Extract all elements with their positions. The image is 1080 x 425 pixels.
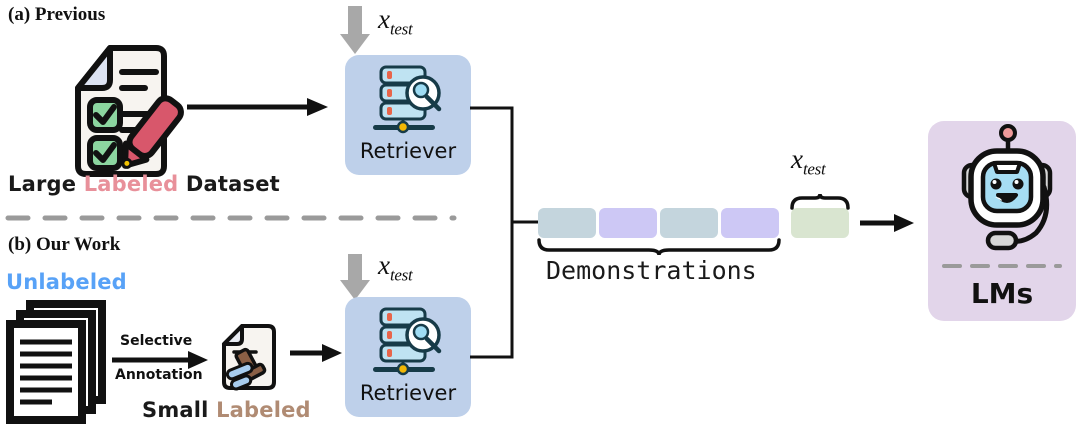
input-arrow-bottom (338, 252, 372, 302)
database-search-icon-bottom (367, 305, 451, 379)
small-label-highlight: Labeled (216, 398, 311, 422)
demonstrations-label: Demonstrations (546, 256, 757, 285)
test-block-brace (789, 193, 851, 210)
x-test-sub-top: test (389, 19, 413, 39)
arrow-selective-annotation (110, 350, 210, 370)
retriever-merge-connector (468, 105, 543, 360)
dataset-label-prefix: Large (8, 172, 84, 196)
prompt-block-3[interactable] (721, 208, 779, 238)
input-arrow-top (338, 4, 372, 56)
unlabeled-label: Unlabeled (6, 270, 127, 294)
prompt-block-4-test[interactable] (791, 208, 849, 238)
lms-box[interactable]: LMs (928, 121, 1076, 321)
dataset-label-suffix: Dataset (178, 172, 280, 196)
large-labeled-dataset-label: Large Labeled Dataset (8, 172, 280, 196)
document-stack-icon (4, 298, 116, 424)
demonstrations-brace (536, 238, 782, 256)
x-test-base-top: x (378, 4, 390, 34)
x-test-sub-bottom: test (389, 265, 413, 285)
dataset-label-highlight: Labeled (83, 172, 179, 196)
small-labeled-label: Small Labeled (142, 398, 311, 422)
prompt-block-2[interactable] (660, 208, 718, 238)
arrow-dataset-to-retriever (185, 95, 330, 119)
demonstration-blocks (538, 208, 796, 238)
x-test-sub-prompt: test (802, 159, 826, 179)
small-label-prefix: Small (142, 398, 217, 422)
database-search-icon-top (367, 63, 451, 137)
prompt-block-1[interactable] (599, 208, 657, 238)
arrow-prompt-to-lms (858, 212, 916, 234)
arrow-doc-to-retriever (288, 342, 344, 364)
retriever-label-top: Retriever (359, 139, 457, 163)
retriever-box-bottom[interactable]: Retriever (345, 297, 471, 417)
lms-divider (942, 263, 1062, 269)
lms-label: LMs (970, 277, 1034, 310)
retriever-box-top[interactable]: Retriever (345, 55, 471, 175)
panel-a-caption: (a) Previous (8, 4, 106, 25)
x-test-label-top: xtest (378, 4, 413, 39)
x-test-base-prompt: x (791, 144, 803, 174)
x-test-label-prompt: xtest (791, 144, 826, 179)
prompt-block-0[interactable] (538, 208, 596, 238)
x-test-base-bottom: x (378, 250, 390, 280)
selective-annotation-label-line1: Selective (120, 333, 193, 349)
x-test-label-bottom: xtest (378, 250, 413, 285)
selective-annotation-label-line2: Annotation (115, 367, 203, 383)
robot-headset-icon (940, 124, 1064, 265)
panel-divider (5, 214, 457, 222)
retriever-label-bottom: Retriever (359, 381, 457, 405)
stamped-document-icon (216, 322, 282, 392)
checklist-document-icon (38, 38, 184, 178)
panel-b-caption: (b) Our Work (8, 234, 121, 255)
